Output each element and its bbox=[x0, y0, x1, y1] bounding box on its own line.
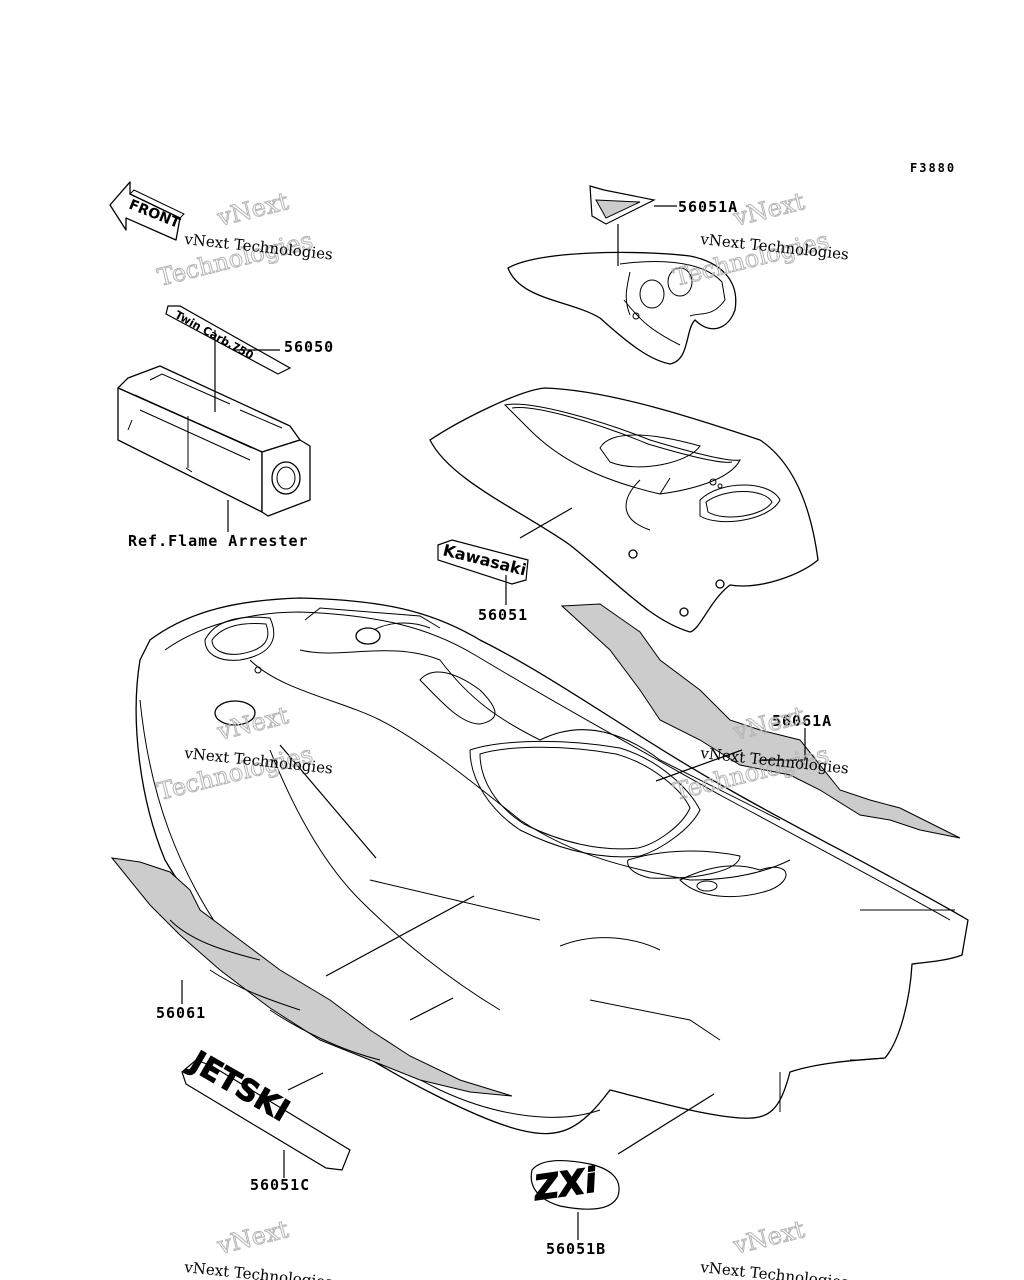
zxi-decal-text: ZXi bbox=[531, 1160, 601, 1209]
part-label-56051B[interactable]: 56051B bbox=[546, 1240, 606, 1258]
handlebar-decal bbox=[589, 185, 656, 225]
twin-carb-decal: Twin Carb.750 bbox=[165, 305, 292, 375]
watermark-top-left: vNext Technologies vNext Technologies bbox=[154, 187, 333, 293]
svg-text:vNext: vNext bbox=[730, 1215, 808, 1260]
hull bbox=[135, 597, 969, 1135]
watermark-bottom-left: vNext vNext Technologies bbox=[183, 1215, 334, 1280]
kawasaki-decal: Kawasaki bbox=[437, 539, 529, 585]
ref-label: Ref.Flame Arrester bbox=[128, 532, 309, 550]
part-label-56051A[interactable]: 56051A bbox=[678, 198, 738, 216]
flame-arrester bbox=[117, 365, 311, 517]
part-label-56061[interactable]: 56061 bbox=[156, 1004, 206, 1022]
zxi-decal: ZXi bbox=[530, 1160, 620, 1210]
front-arrow-icon: FRONT bbox=[109, 181, 185, 241]
twin-carb-decal-text: Twin Carb.750 bbox=[173, 308, 256, 362]
handlebar-cover bbox=[507, 251, 737, 365]
svg-text:vNext: vNext bbox=[730, 187, 808, 232]
side-graphic-left bbox=[110, 857, 513, 1097]
side-graphic-right bbox=[560, 603, 961, 839]
part-label-56051C[interactable]: 56051C bbox=[250, 1176, 310, 1194]
part-label-56050[interactable]: 56050 bbox=[284, 338, 334, 356]
part-label-56051[interactable]: 56051 bbox=[478, 606, 528, 624]
jetski-decal: JETSKI bbox=[181, 1043, 351, 1171]
figure-code: F3880 bbox=[910, 161, 956, 175]
hood bbox=[429, 387, 819, 633]
svg-text:vNext Technologies: vNext Technologies bbox=[183, 1258, 334, 1280]
svg-text:vNext: vNext bbox=[214, 1215, 292, 1260]
watermark-bottom-right: vNext vNext Technologies bbox=[699, 1215, 850, 1280]
svg-text:vNext Technologies: vNext Technologies bbox=[699, 1258, 850, 1280]
part-label-56061A[interactable]: 56061A bbox=[772, 712, 832, 730]
svg-text:vNext: vNext bbox=[214, 187, 292, 232]
